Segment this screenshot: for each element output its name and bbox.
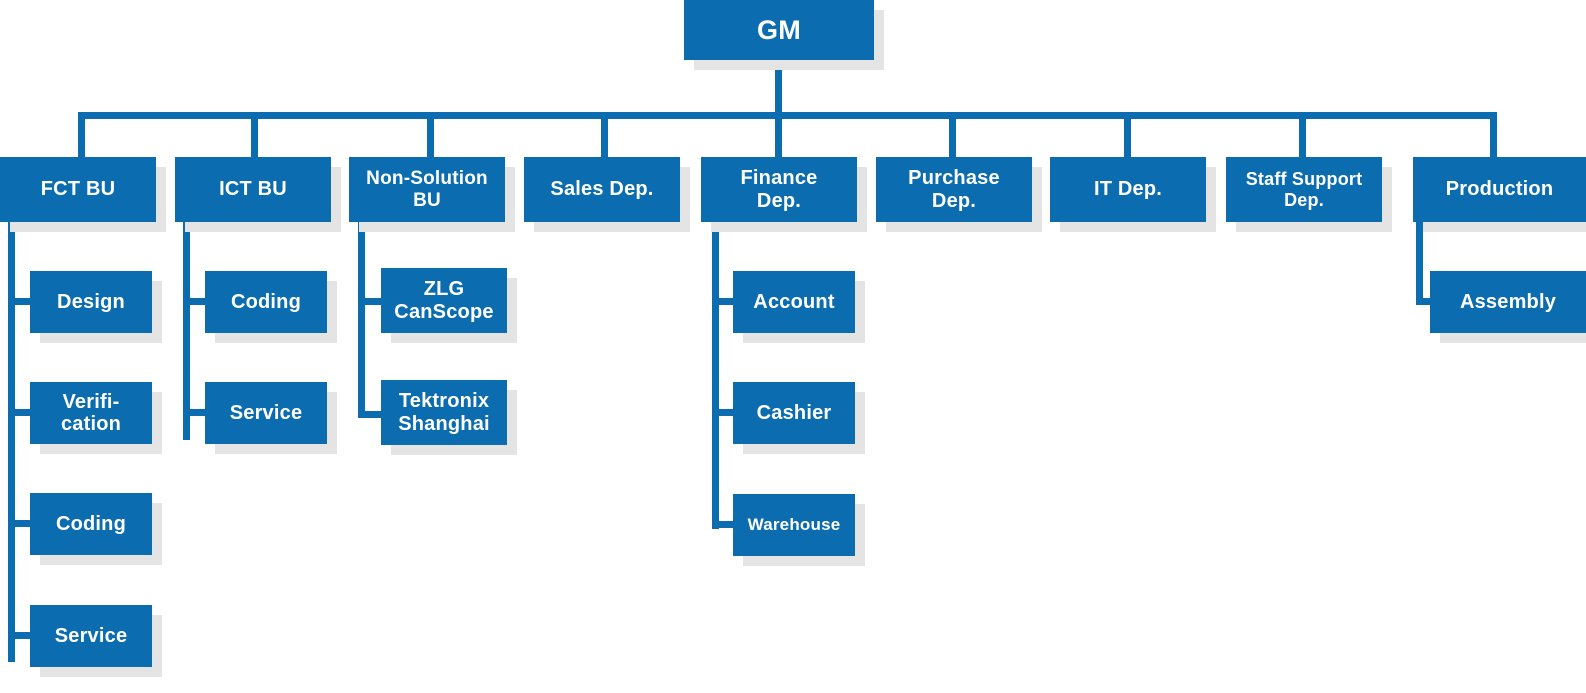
node-production-assembly[interactable]: Assembly <box>1430 271 1586 333</box>
node-non-solution-bu-label: Non-Solution BU <box>366 168 488 211</box>
node-fct-verification[interactable]: Verifi- cation <box>30 382 152 444</box>
node-it-dep[interactable]: IT Dep. <box>1050 157 1206 222</box>
node-fct-bu-label: FCT BU <box>40 178 116 201</box>
node-finance-dep-label: Finance Dep. <box>740 167 818 212</box>
node-non-solution-bu[interactable]: Non-Solution BU <box>349 157 505 222</box>
node-fct-service[interactable]: Service <box>30 605 152 667</box>
node-fct-design[interactable]: Design <box>30 271 152 333</box>
connector-nonsolution-stub-tektronix <box>358 411 382 418</box>
connector-nonsolution-stub-zlg <box>358 298 382 305</box>
connector-fct-stub-service <box>8 632 31 639</box>
connector-ict-spine <box>183 222 190 440</box>
connector-finance-spine <box>712 222 719 529</box>
connector-production-stub-assembly <box>1416 298 1440 305</box>
node-finance-account[interactable]: Account <box>733 271 855 333</box>
node-staff-support-dep-label: Staff Support Dep. <box>1245 169 1363 210</box>
node-production-label: Production <box>1445 178 1554 201</box>
node-fct-design-label: Design <box>57 290 125 313</box>
connector-nonsolution-spine <box>358 222 365 418</box>
node-finance-dep[interactable]: Finance Dep. <box>701 157 857 222</box>
node-ict-bu-label: ICT BU <box>219 178 287 201</box>
connector-finance-stub-warehouse <box>712 521 735 528</box>
node-fct-service-label: Service <box>54 624 128 647</box>
node-sales-dep[interactable]: Sales Dep. <box>524 157 680 222</box>
connector-drop-finance <box>775 112 782 159</box>
node-gm-label: GM <box>757 14 801 45</box>
connector-fct-stub-design <box>8 298 31 305</box>
node-fct-verification-label: Verifi- cation <box>60 390 122 435</box>
node-gm[interactable]: GM <box>684 0 874 60</box>
node-purchase-dep-label: Purchase Dep. <box>908 167 1000 212</box>
node-finance-warehouse[interactable]: Warehouse <box>733 494 855 556</box>
node-sales-dep-label: Sales Dep. <box>550 178 654 201</box>
connector-ict-stub-service <box>183 409 206 416</box>
node-finance-cashier[interactable]: Cashier <box>733 382 855 444</box>
connector-drop-production <box>1490 112 1497 159</box>
node-finance-cashier-label: Cashier <box>756 401 832 424</box>
connector-drop-purchase <box>949 112 956 159</box>
connector-drop-nonsolution <box>427 112 434 159</box>
connector-fct-spine <box>8 222 15 662</box>
node-ict-coding-label: Coding <box>230 290 302 313</box>
connector-drop-it <box>1124 112 1131 159</box>
node-nonsolution-zlg-canscope-label: ZLG CanScope <box>394 278 494 323</box>
connector-drop-staff-support <box>1299 112 1306 159</box>
node-nonsolution-tektronix-shanghai[interactable]: Tektronix Shanghai <box>381 380 507 445</box>
connector-fct-stub-verification <box>8 409 31 416</box>
connector-finance-stub-account <box>712 298 735 305</box>
connector-ict-stub-coding <box>183 298 206 305</box>
node-finance-account-label: Account <box>753 290 835 313</box>
node-nonsolution-tektronix-shanghai-label: Tektronix Shanghai <box>398 390 490 435</box>
node-nonsolution-zlg-canscope[interactable]: ZLG CanScope <box>381 268 507 333</box>
node-ict-bu[interactable]: ICT BU <box>175 157 331 222</box>
node-ict-service[interactable]: Service <box>205 382 327 444</box>
connector-gm-stem <box>775 60 782 112</box>
connector-drop-ict <box>251 112 258 159</box>
connector-bus-horizontal <box>78 112 1497 119</box>
connector-production-spine <box>1416 222 1423 305</box>
connector-drop-sales <box>601 112 608 159</box>
node-production[interactable]: Production <box>1413 157 1586 222</box>
node-fct-coding-label: Coding <box>55 512 127 535</box>
node-production-assembly-label: Assembly <box>1459 290 1557 313</box>
node-purchase-dep[interactable]: Purchase Dep. <box>876 157 1032 222</box>
node-ict-coding[interactable]: Coding <box>205 271 327 333</box>
node-ict-service-label: Service <box>229 401 303 424</box>
connector-fct-stub-coding <box>8 520 31 527</box>
node-staff-support-dep[interactable]: Staff Support Dep. <box>1226 157 1382 222</box>
node-fct-bu[interactable]: FCT BU <box>0 157 156 222</box>
connector-finance-stub-cashier <box>712 409 735 416</box>
node-finance-warehouse-label: Warehouse <box>747 515 841 535</box>
node-it-dep-label: IT Dep. <box>1093 178 1163 201</box>
connector-drop-fct <box>78 112 85 159</box>
node-fct-coding[interactable]: Coding <box>30 493 152 555</box>
